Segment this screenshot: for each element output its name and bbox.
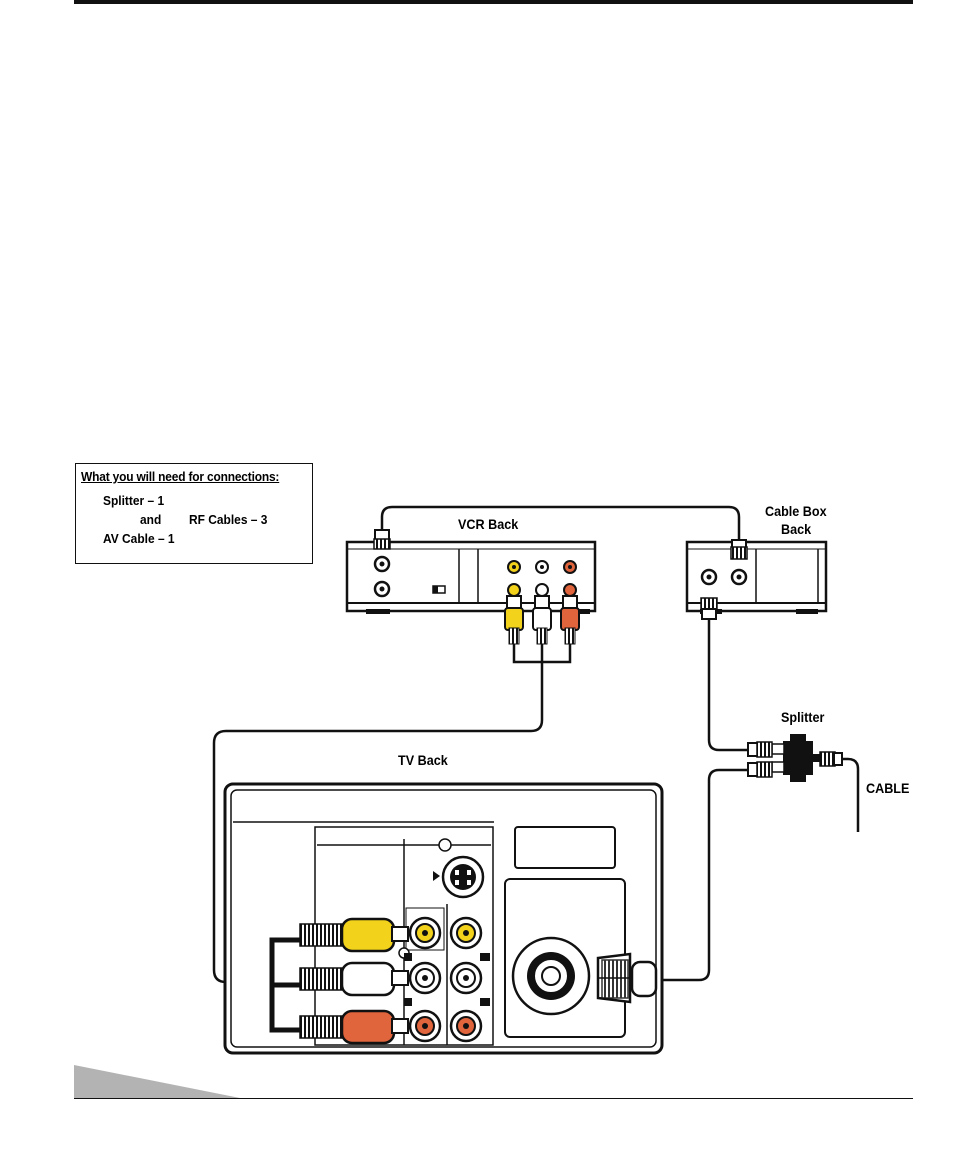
tv-rf-plug: [596, 952, 658, 1004]
vcr-back-label: VCR Back: [458, 516, 519, 532]
splitter-label: Splitter: [781, 709, 825, 725]
requirement-and: and: [140, 512, 162, 527]
rf-cable-vcr-to-cablebox: [380, 505, 741, 540]
vcr-av-jacks: [507, 560, 577, 597]
cablebox-rf-plug-top: [730, 539, 748, 560]
requirements-heading: What you will need for connections:: [81, 469, 280, 484]
vcr-rf-out-jack: [373, 580, 391, 598]
cable-box-back-label-line2: Back: [781, 521, 812, 537]
vcr-rf-plug: [373, 529, 391, 550]
requirement-rf-cables: RF Cables – 3: [189, 512, 268, 527]
page-top-rule: [74, 0, 913, 4]
vcr-av-plugs: [504, 595, 580, 645]
footer-wedge: [74, 1065, 240, 1098]
tv-back-label: TV Back: [398, 752, 448, 768]
av-cable: [212, 662, 544, 984]
rf-cable-splitter-to-tv: [655, 768, 748, 982]
requirement-splitter: Splitter – 1: [103, 493, 165, 508]
incoming-cable-line: [842, 757, 860, 832]
requirement-av-cable: AV Cable – 1: [103, 531, 175, 546]
cablebox-rf-plug-bottom: [700, 597, 718, 620]
splitter: [747, 734, 843, 782]
cable-box-unit: [685, 540, 828, 614]
footer-rule: [74, 1098, 913, 1099]
requirements-box: What you will need for connections: Spli…: [75, 463, 313, 564]
tv-svideo-jack: [433, 855, 485, 899]
tv-antenna-input: [511, 936, 591, 1016]
cable-box-back-label-line1: Cable Box: [765, 503, 827, 519]
rf-cable-cablebox-to-splitter: [707, 619, 748, 752]
tv-av-jacks: [398, 907, 490, 1043]
tv-av-plugs: [269, 917, 409, 1045]
vcr-rf-in-jack: [373, 555, 391, 573]
vcr-unit: [345, 540, 597, 614]
tv-back-panel: [223, 782, 664, 1055]
cable-label: CABLE: [866, 780, 910, 796]
